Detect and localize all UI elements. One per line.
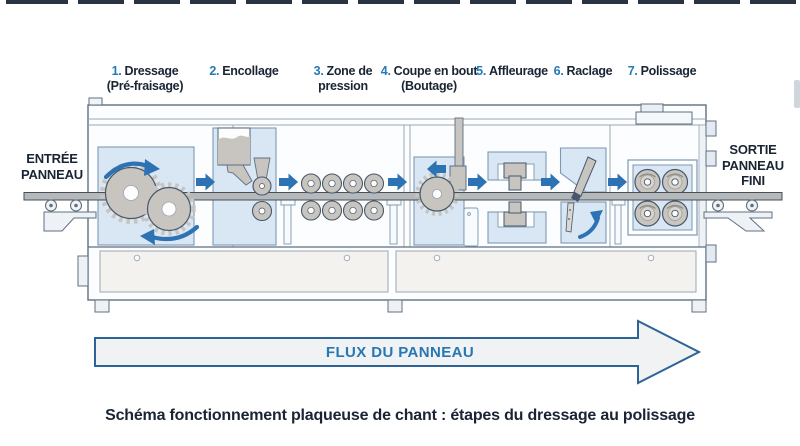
end-cut-saw-icon xyxy=(415,172,459,216)
outfeed-support xyxy=(703,199,773,232)
polishing-wheel-icon xyxy=(661,200,689,227)
saw-blade-icon xyxy=(142,182,196,236)
flow-step-arrows xyxy=(196,173,627,191)
trimming-head-icon xyxy=(487,201,547,244)
step-label-encollage: 2.Encollage xyxy=(209,64,279,78)
exit-panel-label: SORTIE PANNEAU FINI xyxy=(722,142,784,188)
scraper-unit xyxy=(565,156,603,239)
move-left-arrow-icon xyxy=(427,160,446,178)
polishing-wheel-icon xyxy=(634,200,661,227)
flow-step-arrow-icon xyxy=(541,173,560,191)
top-border-strip xyxy=(0,0,800,4)
polishing-wheel-icon xyxy=(634,168,661,196)
polishing-wheel-icon xyxy=(661,168,689,196)
screen-edge-artifact xyxy=(794,80,800,108)
flow-step-arrow-icon xyxy=(468,173,487,191)
flow-step-arrow-icon xyxy=(608,173,627,191)
step-label-pression: 3.Zone de pression xyxy=(313,64,373,93)
pressure-roller-icon xyxy=(300,173,385,221)
glue-hopper-icon xyxy=(217,127,273,222)
flow-step-arrow-icon xyxy=(279,173,298,191)
panel-bar xyxy=(23,192,783,201)
step-label-polissage: 7.Polissage xyxy=(627,64,697,78)
entry-panel-label: ENTRÉE PANNEAU xyxy=(21,151,83,182)
diagram-caption: Schéma fonctionnement plaqueuse de chant… xyxy=(105,407,695,424)
rotation-arrow-icon xyxy=(103,159,160,180)
step-label-coupe: 4.Coupe en bout (Boutage) xyxy=(380,64,478,93)
flow-step-arrow-icon xyxy=(388,173,407,191)
dressage-saws xyxy=(100,159,200,245)
step-label-dressage: 1.Dressage (Pré-fraisage) xyxy=(106,64,184,93)
step-label-affleurage: 5.Affleurage xyxy=(476,64,548,78)
flux-arrow xyxy=(94,319,702,385)
endcut-unit xyxy=(415,117,467,216)
trimming-head-icon xyxy=(487,151,547,191)
polishing-wheels xyxy=(634,168,689,227)
step-label-raclage: 6.Raclage xyxy=(553,64,613,78)
rotation-arrow-icon xyxy=(140,224,200,245)
infeed-support xyxy=(43,199,97,232)
rotation-arrow-icon xyxy=(578,210,603,239)
flux-arrow-label: FLUX DU PANNEAU xyxy=(325,344,475,361)
support-stands xyxy=(280,199,626,247)
pressure-rollers xyxy=(300,173,385,221)
machine-base xyxy=(94,250,707,313)
flow-step-arrow-icon xyxy=(196,173,215,191)
